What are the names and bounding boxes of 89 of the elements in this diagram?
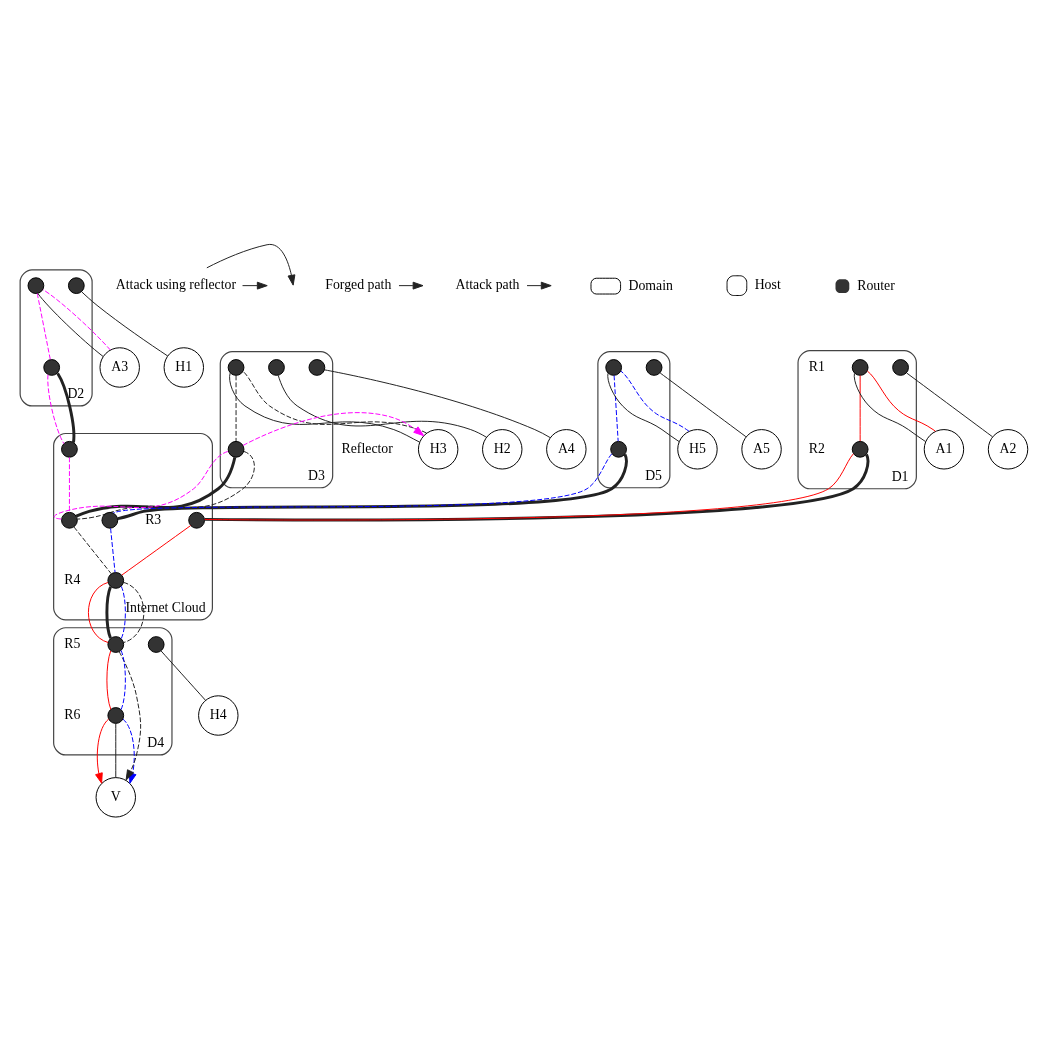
connector	[242, 370, 427, 434]
node-label: R5	[64, 636, 81, 652]
node-circle	[851, 440, 869, 458]
node-circle	[610, 440, 627, 458]
connector	[37, 292, 104, 357]
connector	[229, 372, 421, 443]
node-circle: H4	[198, 695, 239, 736]
arrow	[118, 651, 142, 781]
connector	[76, 450, 255, 520]
node-label: R6	[64, 707, 81, 723]
node-circle	[61, 440, 78, 458]
node-circle	[268, 359, 285, 376]
connector	[53, 450, 229, 520]
arrow	[242, 412, 425, 446]
node-text: Attack path	[455, 277, 520, 293]
node-circle	[107, 636, 125, 653]
connector	[613, 375, 619, 442]
node-circle	[308, 359, 326, 376]
node-circle	[227, 359, 245, 376]
node-circle: A2	[987, 429, 1029, 470]
connector	[42, 289, 111, 351]
node-circle	[188, 511, 205, 529]
connector	[120, 649, 126, 711]
legend-label: Host	[754, 277, 781, 293]
connector	[906, 372, 993, 438]
connector	[620, 370, 690, 432]
connector	[853, 372, 927, 443]
cluster: D3	[219, 351, 334, 489]
node-circle: H1	[163, 347, 204, 388]
node-circle	[147, 636, 165, 653]
connector	[73, 526, 112, 575]
node-label: R1	[808, 359, 825, 375]
connector	[110, 527, 116, 573]
node-circle: A1	[923, 429, 965, 470]
arrow	[95, 718, 110, 784]
connector	[866, 370, 936, 432]
node-circle	[101, 511, 119, 529]
arrow	[526, 281, 552, 290]
node-circle: H3	[417, 429, 459, 470]
cluster: D2	[19, 269, 93, 407]
connector	[105, 586, 112, 639]
connector	[859, 375, 861, 442]
arrow	[242, 281, 268, 290]
connector	[47, 374, 65, 445]
node-circle: H2	[482, 429, 523, 470]
node-text: Forged path	[325, 277, 392, 293]
connector	[115, 723, 117, 778]
node-circle	[851, 359, 869, 376]
legend-label: Router	[857, 277, 895, 293]
node-circle	[27, 277, 45, 295]
node-text: Attack using reflector	[115, 277, 237, 293]
connector	[607, 372, 680, 443]
node-circle: A4	[546, 429, 587, 470]
node-circle	[645, 359, 663, 376]
connector	[87, 582, 109, 643]
node-circle	[61, 511, 78, 529]
connector	[68, 456, 70, 513]
connector	[659, 372, 747, 438]
node-circle: V	[95, 777, 136, 818]
cluster: D5	[597, 351, 671, 489]
connector	[121, 525, 192, 576]
node-circle: H5	[677, 429, 718, 470]
node-circle	[107, 572, 125, 589]
connector	[56, 372, 76, 443]
connector	[277, 374, 487, 438]
node-circle: A5	[741, 429, 782, 470]
legend-label: Domain	[628, 277, 673, 293]
arrow	[398, 281, 424, 290]
node-circle: A3	[99, 347, 140, 388]
node-circle	[227, 440, 245, 458]
connector	[160, 650, 207, 701]
arrow	[206, 243, 296, 286]
node-circle	[605, 359, 623, 376]
node-circle	[67, 277, 85, 295]
connector	[75, 456, 237, 518]
connector	[324, 369, 551, 439]
connector	[235, 375, 237, 442]
connector	[123, 581, 145, 643]
connector	[36, 292, 51, 361]
connector	[81, 291, 169, 357]
connector	[106, 650, 112, 710]
node-label: Reflector	[341, 440, 393, 456]
node-circle	[43, 359, 61, 376]
node-label: R3	[145, 511, 162, 527]
node-circle	[892, 359, 909, 376]
node-label: R2	[808, 440, 825, 456]
connector	[120, 585, 126, 639]
node-circle	[107, 707, 125, 724]
node-label: R4	[64, 572, 81, 588]
